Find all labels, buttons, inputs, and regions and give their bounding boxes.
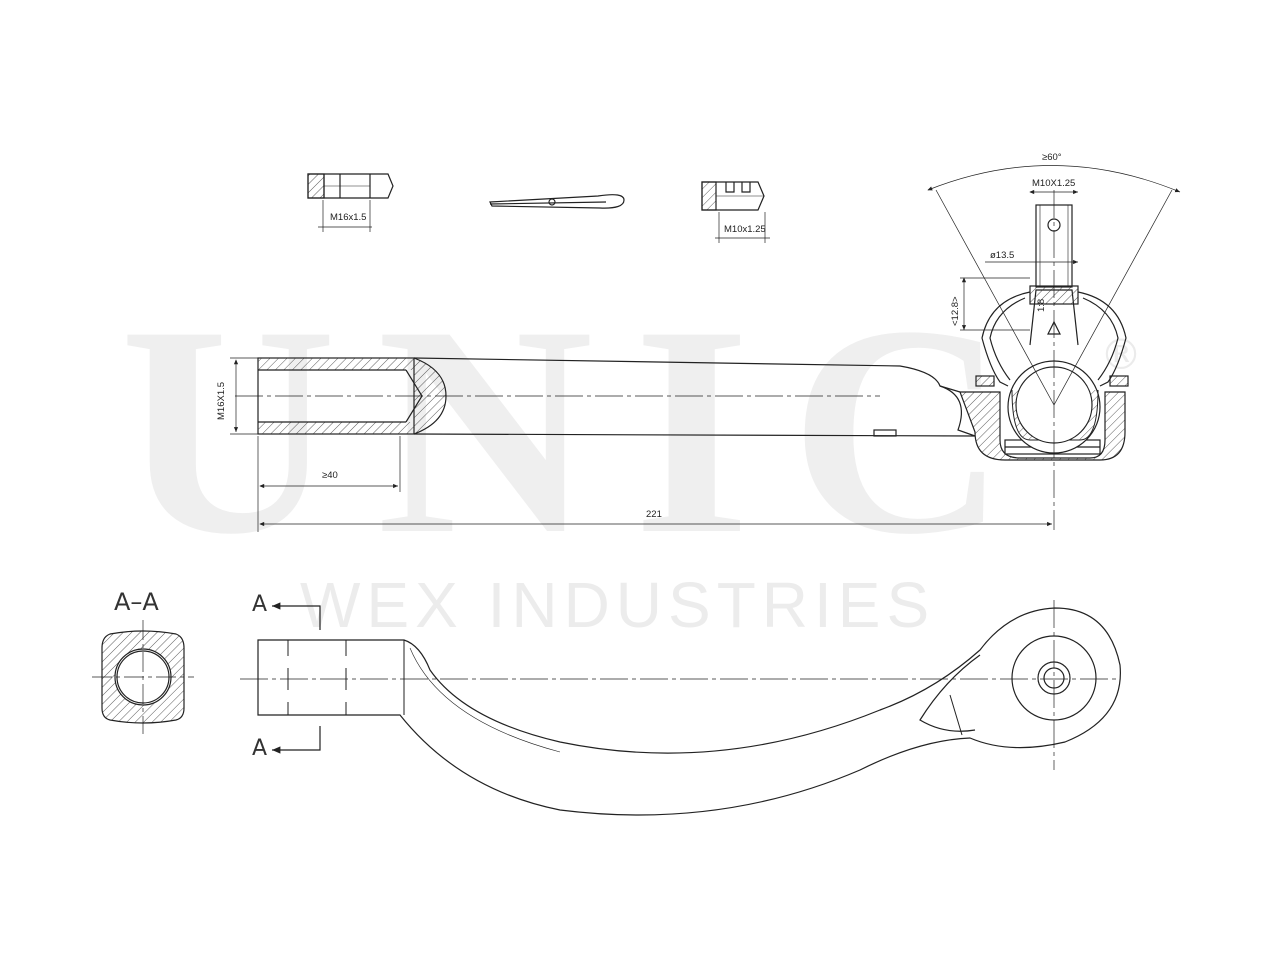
stud-thread-label: M10X1.25 [1032,178,1076,189]
tie-rod-top-view [240,600,1121,816]
taper-ratio-label: 1:8 [1036,298,1047,312]
taper-height-label: <12.8> [950,296,961,326]
cotter-pin-drawing [489,194,625,209]
watermark-company-name: WEX INDUSTRIES [300,569,936,641]
section-a-a-drawing [92,620,194,734]
stud-diameter-label: ø13.5 [990,250,1015,261]
section-marker-bottom: A [252,736,268,761]
inner-thread-label: M16X1.5 [216,381,227,420]
nut-thread-label: M16x1.5 [330,212,367,223]
thread-depth-label: ≥40 [322,470,338,481]
taper-angle-label: ≥60° [1042,152,1062,163]
tie-rod-side-view [230,165,1181,532]
section-title: A–A [114,588,159,616]
section-marker-top: A [252,592,268,617]
castle-nut-drawing [701,181,770,243]
hex-nut-drawing [307,173,394,232]
overall-length-label: 221 [646,509,662,520]
castle-nut-thread-label: M10x1.25 [724,224,766,235]
